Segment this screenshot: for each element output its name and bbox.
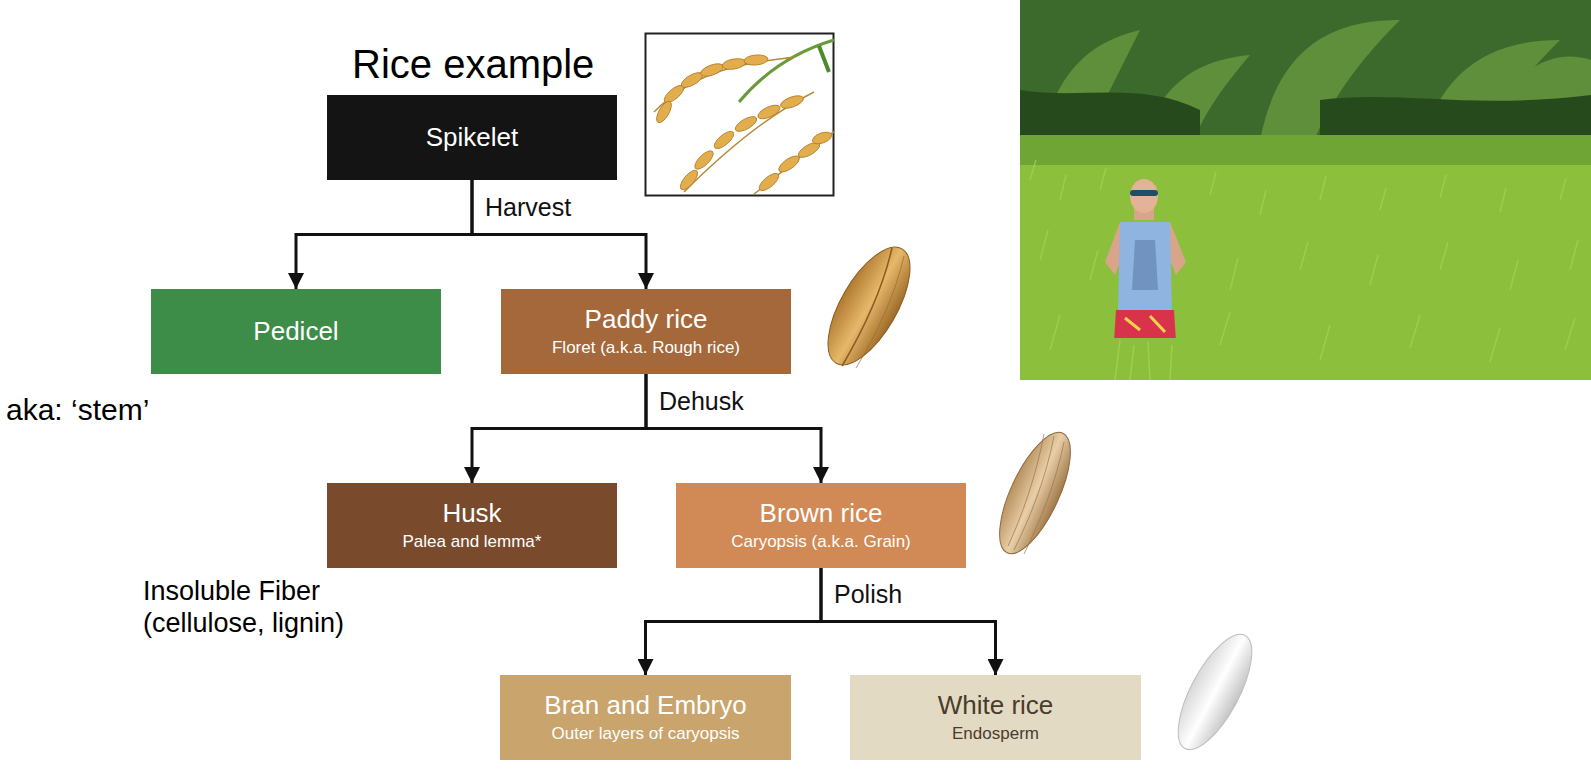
process-box: Bran and EmbryoOuter layers of caryopsis [500,675,791,760]
node-subtitle: Outer layers of caryopsis [551,724,739,744]
connector [472,180,646,289]
edge-label: Harvest [482,193,574,222]
node-title: Brown rice [760,499,883,529]
process-box: Paddy riceFloret (a.k.a. Rough rice) [501,289,791,374]
node-subtitle: Endosperm [952,724,1039,744]
annotation-label: Insoluble Fiber (cellulose, lignin) [143,575,403,640]
node-subtitle: Palea and lemma* [403,532,542,552]
rice-field-photo [1020,0,1591,380]
diagram-title: Rice example [352,40,594,88]
process-box: Spikelet [327,95,617,180]
node-title: White rice [938,691,1054,721]
connector [296,180,472,289]
white-rice-grain-illustration [1162,618,1268,764]
process-box: HuskPalea and lemma* [327,483,617,568]
node-title: Spikelet [426,123,519,153]
node-title: Pedicel [253,317,338,347]
node-subtitle: Caryopsis (a.k.a. Grain) [731,532,911,552]
process-box: Brown riceCaryopsis (a.k.a. Grain) [676,483,966,568]
paddy-grain-illustration [812,232,927,378]
connector [646,568,822,675]
node-title: Bran and Embryo [544,691,746,721]
node-title: Paddy rice [585,305,708,335]
rice-panicle-illustration [644,32,835,197]
node-title: Husk [442,499,501,529]
edge-label: Dehusk [656,387,747,416]
connector [821,568,996,675]
brown-rice-grain-illustration [982,418,1088,568]
node-subtitle: Floret (a.k.a. Rough rice) [552,338,740,358]
connector [646,374,821,483]
process-box: White riceEndosperm [850,675,1141,760]
annotation-label: aka: ‘stem’ [6,392,266,428]
connector [472,374,646,483]
process-box: Pedicel [151,289,441,374]
edge-label: Polish [831,580,905,609]
